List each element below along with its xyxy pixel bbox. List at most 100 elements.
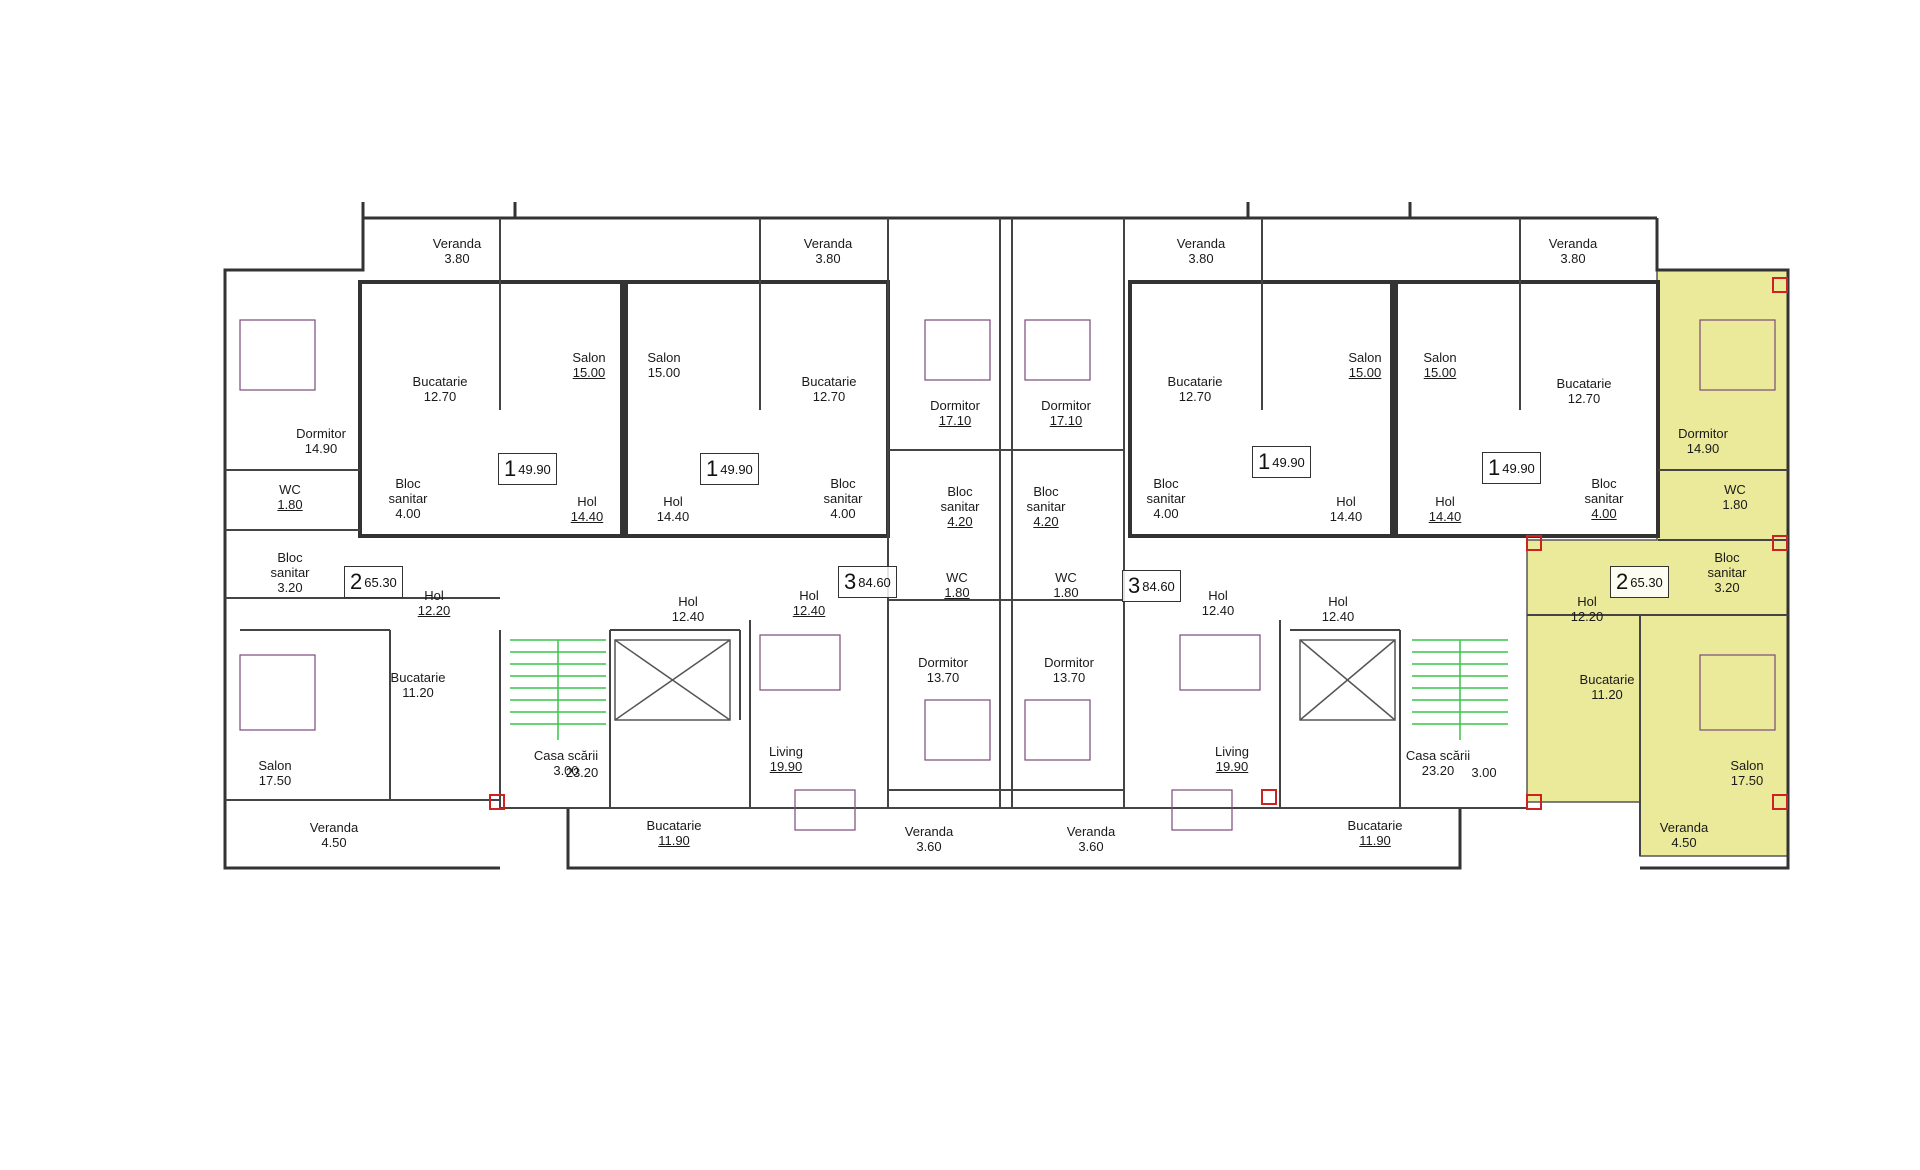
apartment-number: 1 bbox=[706, 456, 719, 481]
room-label: 23.20 bbox=[566, 765, 599, 780]
room-name: Hol bbox=[577, 494, 597, 509]
room-area: 15.00 bbox=[572, 365, 606, 380]
room-area: 17.10 bbox=[1049, 413, 1083, 428]
room-area: 3.20 bbox=[1714, 580, 1740, 595]
room-name: Bloc sanitar bbox=[1707, 550, 1747, 580]
apartment-number: 3 bbox=[844, 569, 857, 594]
room-name: Bloc sanitar bbox=[388, 476, 428, 506]
room-area: 23.20 bbox=[565, 765, 599, 780]
room-area: 12.20 bbox=[1570, 609, 1604, 624]
elevator-shafts bbox=[614, 639, 1396, 721]
room-name: Bloc sanitar bbox=[270, 550, 310, 580]
room-name: Bucatarie bbox=[1556, 376, 1612, 391]
apartment-number: 2 bbox=[1616, 569, 1629, 594]
room-area: 3.80 bbox=[444, 251, 470, 266]
room-name: Dormitor bbox=[1041, 398, 1091, 413]
room-area: 15.00 bbox=[647, 365, 681, 380]
room-area: 4.50 bbox=[1671, 835, 1697, 850]
room-name: Veranda bbox=[1176, 236, 1226, 251]
staircase-right bbox=[1412, 639, 1508, 740]
apartment-area: 65.30 bbox=[1630, 574, 1663, 590]
room-name: Hol bbox=[1435, 494, 1455, 509]
room-area: 15.00 bbox=[1423, 365, 1457, 380]
room-area: 12.70 bbox=[1567, 391, 1601, 406]
room-area: 19.90 bbox=[1215, 759, 1249, 774]
apartment-number: 3 bbox=[1128, 573, 1141, 598]
apartment-number: 1 bbox=[1258, 449, 1271, 474]
room-area: 14.40 bbox=[1329, 509, 1363, 524]
room-area: 14.40 bbox=[656, 509, 690, 524]
apartment-number: 1 bbox=[1488, 455, 1501, 480]
room-area: 11.90 bbox=[1359, 833, 1391, 848]
room-name: Hol bbox=[663, 494, 683, 509]
room-area: 13.70 bbox=[926, 670, 960, 685]
room-area: 17.10 bbox=[938, 413, 972, 428]
room-name: Dormitor bbox=[930, 398, 980, 413]
room-area: 15.00 bbox=[1348, 365, 1382, 380]
room-name: Hol bbox=[1577, 594, 1597, 609]
room-name: Bucatarie bbox=[1579, 672, 1635, 687]
room-area: 4.00 bbox=[395, 506, 421, 521]
room-area: 4.20 bbox=[947, 514, 973, 529]
room-area: 3.60 bbox=[1078, 839, 1104, 854]
room-name: Bucatarie bbox=[801, 374, 857, 389]
exterior-walls bbox=[223, 202, 1790, 870]
room-name: Salon bbox=[1730, 758, 1764, 773]
room-area: 4.00 bbox=[830, 506, 856, 521]
apartment-number: 2 bbox=[350, 569, 363, 594]
room-name: Salon bbox=[647, 350, 681, 365]
room-area: 11.90 bbox=[658, 833, 690, 848]
room-name: Bucatarie bbox=[646, 818, 702, 833]
room-name: Living bbox=[1215, 744, 1249, 759]
room-name: Veranda bbox=[1548, 236, 1598, 251]
room-area: 1.80 bbox=[1053, 585, 1079, 600]
room-name: Salon bbox=[1348, 350, 1382, 365]
room-area: 14.90 bbox=[304, 441, 338, 456]
room-area: 14.40 bbox=[1428, 509, 1462, 524]
interior-walls bbox=[225, 218, 1788, 856]
room-area: 19.90 bbox=[769, 759, 803, 774]
room-area: 23.20 bbox=[1421, 763, 1455, 778]
apartment-area: 84.60 bbox=[858, 574, 891, 590]
corner-columns bbox=[489, 277, 1788, 810]
room-name: Bloc sanitar bbox=[823, 476, 863, 506]
room-label: 3.00 bbox=[1471, 765, 1496, 780]
room-area: 1.80 bbox=[277, 497, 303, 512]
room-name: Bucatarie bbox=[412, 374, 468, 389]
room-name: Hol bbox=[424, 588, 444, 603]
room-name: Salon bbox=[258, 758, 292, 773]
room-name: Dormitor bbox=[918, 655, 968, 670]
room-area: 12.40 bbox=[671, 609, 705, 624]
furniture bbox=[239, 319, 1776, 831]
room-name: Bucatarie bbox=[390, 670, 446, 685]
room-name: Hol bbox=[678, 594, 698, 609]
apartment-area: 49.90 bbox=[1502, 460, 1535, 476]
